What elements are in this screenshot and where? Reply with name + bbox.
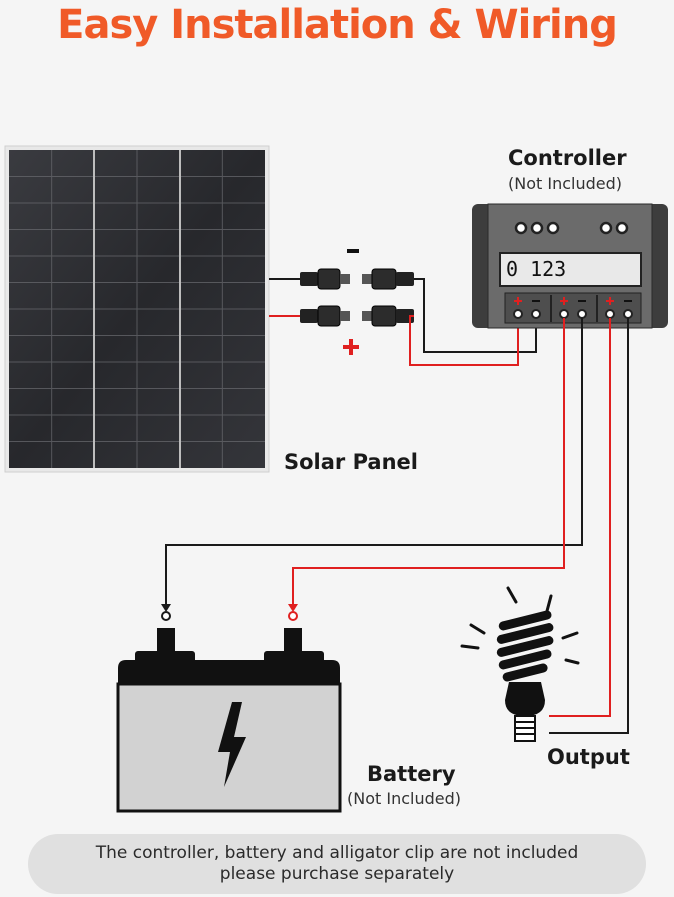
battery-positive-wire: [292, 318, 565, 604]
mc4-connector-negative-male: [300, 268, 350, 290]
mc4-connector-negative-female: [362, 268, 414, 290]
output-label: Output: [547, 745, 630, 769]
disclaimer-line-2: please purchase separately: [219, 864, 455, 884]
battery-sub-label: (Not Included): [347, 789, 461, 808]
mc4-connector-positive-male: [300, 305, 350, 327]
disclaimer-line-1: The controller, battery and alligator cl…: [95, 843, 579, 863]
solar-panel: [4, 145, 270, 473]
charge-controller: 0 123: [472, 203, 668, 329]
page-title: Easy Installation & Wiring: [57, 2, 618, 48]
battery-negative-wire: [165, 318, 583, 604]
panel-positive-wire: [409, 314, 519, 366]
controller-sub-label: (Not Included): [508, 174, 622, 193]
output-negative-wire: [549, 318, 629, 734]
minus-marker: [347, 249, 359, 253]
panel-negative-wire: [414, 278, 537, 353]
disclaimer-note: The controller, battery and alligator cl…: [28, 834, 646, 894]
mc4-connector-positive-female: [362, 305, 414, 327]
controller-display-value: 0 123: [506, 257, 566, 281]
plus-marker: [343, 339, 359, 355]
controller-display: [499, 252, 642, 287]
battery-label: Battery: [367, 762, 456, 786]
output-positive-wire: [549, 318, 611, 717]
light-bulb-icon: [460, 586, 580, 742]
controller-label: Controller: [508, 146, 627, 170]
battery: [116, 628, 342, 813]
lightning-bolt-icon: [218, 702, 246, 787]
solar-panel-label: Solar Panel: [284, 450, 418, 474]
